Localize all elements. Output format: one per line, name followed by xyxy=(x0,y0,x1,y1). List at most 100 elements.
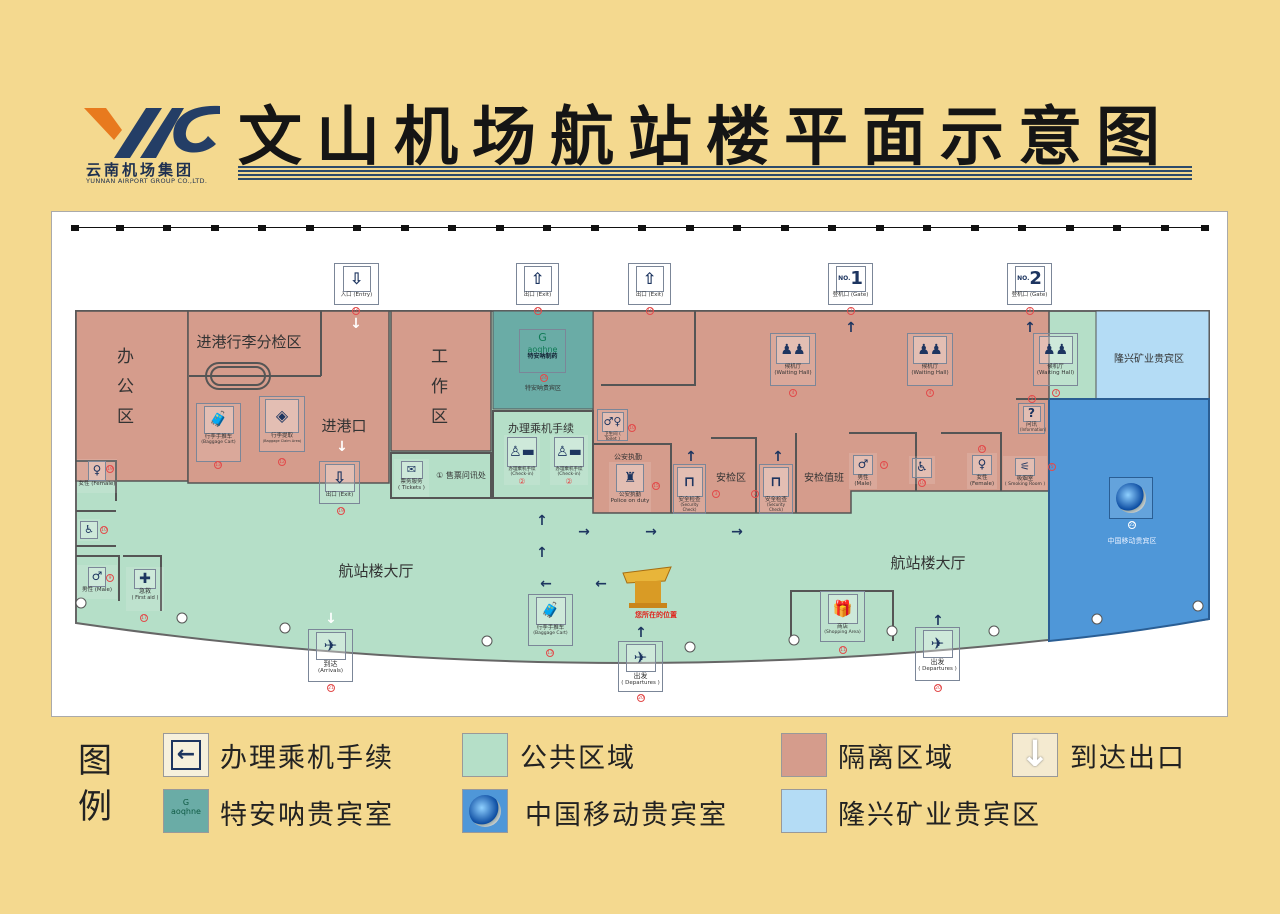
shopping-number: 11 xyxy=(839,646,847,654)
china-mobile-logo xyxy=(1109,477,1153,519)
left-female-restroom-sign: ♀女性 (Female) xyxy=(77,459,117,493)
legend-china-mobile-label: 中国移动贵宾室 xyxy=(525,800,728,831)
entry-arrow-icon: ↓ xyxy=(350,316,362,332)
up-arrow-icon: ↑ xyxy=(932,613,944,629)
toilet-number: 10 xyxy=(628,424,636,432)
toilet-icon: ♂♀ xyxy=(601,412,624,432)
smoking-room-sign: ⚟吸烟室( Smoking Room ) xyxy=(1003,456,1047,490)
up-arrow-icon: ↑ xyxy=(1024,320,1036,336)
entry-sign: ⇩入口 (Entry) xyxy=(334,263,379,305)
arriving-plane-icon: ✈ xyxy=(315,632,346,660)
left-arrow-icon: ← xyxy=(595,576,607,592)
checkin-counter-icon: ♙▬ xyxy=(507,437,537,467)
exit-1-number: 19 xyxy=(534,307,542,315)
gate-icon: NO.2 xyxy=(1014,266,1045,292)
legend-public-swatch xyxy=(462,733,508,777)
security-gate-icon: ⊓ xyxy=(763,467,789,497)
baggage-claim-icon: ◈ xyxy=(265,399,299,433)
aoqhne-vip-label: 特安呐贵宾区 xyxy=(524,385,562,392)
waiting-hall-sign: ♟♟候机厅(Waiting Hall) xyxy=(770,333,816,386)
office-area-label: 办公区 xyxy=(117,347,137,427)
exit-icon: ⇧ xyxy=(523,266,552,292)
security-area-label: 安检区 xyxy=(716,473,746,484)
checkin-counter-sign: ♙▬办理乘机手续(Check-in)② xyxy=(504,435,540,486)
ticket-office-label: ① 售票问讯处 xyxy=(436,471,486,480)
baggage-cart-sign: 🧳行李手推车(Baggage Cart) xyxy=(196,403,241,462)
left-male-number: 9 xyxy=(106,574,114,582)
aoqhne-logo: G aoqhne 特安呐制药 xyxy=(519,329,566,373)
question-mark-icon: ? xyxy=(1022,406,1041,422)
gate-icon: NO.1 xyxy=(835,266,866,292)
baggage-cart-icon: 🧳 xyxy=(203,406,234,434)
waiting-hall-number: 4 xyxy=(926,389,934,397)
departures-2-number: 20 xyxy=(934,684,942,692)
gate-1-number: 7 xyxy=(847,307,855,315)
up-arrow-icon: ↑ xyxy=(536,513,548,529)
female-restroom-sign: ♀女性(Female) xyxy=(967,453,997,489)
shopping-sign: 🎁商店(Shopping Area) xyxy=(820,591,865,642)
female-icon: ♀ xyxy=(972,455,992,475)
smoking-number: 5 xyxy=(1048,463,1056,471)
right-arrow-icon: → xyxy=(578,524,590,540)
down-arrow-icon: ↓ xyxy=(1012,733,1058,777)
first-aid-number: 17 xyxy=(140,614,148,622)
restricted-areas xyxy=(75,310,1050,514)
exit-icon: ⇧ xyxy=(635,266,664,292)
right-arrow-icon: → xyxy=(645,524,657,540)
first-aid-sign: ✚急救( First aid ) xyxy=(126,567,164,611)
tickets-sign: ✉票务服务( Tickets ) xyxy=(394,459,429,497)
security-gate-icon: ⊓ xyxy=(676,467,703,497)
logo-english-name: YUNNAN AIRPORT GROUP CO.,LTD. xyxy=(86,177,208,185)
legend-restricted-swatch xyxy=(781,733,827,777)
exit-sign-2: ⇧出口 (Exit) xyxy=(628,263,671,305)
waiting-hall-icon: ♟♟ xyxy=(1038,336,1073,364)
wheelchair-icon: ♿ xyxy=(80,521,98,539)
female-number: 10 xyxy=(978,445,986,453)
baggage-claim-number: 12 xyxy=(278,458,286,466)
entry-number: 16 xyxy=(352,307,360,315)
logo-chinese-name: 云南机场集团 xyxy=(86,161,195,179)
gate-2-number: 8 xyxy=(1026,307,1034,315)
up-arrow-icon: ↑ xyxy=(685,449,697,465)
left-arrow-icon: ← xyxy=(540,576,552,592)
legend-longxing-swatch xyxy=(781,789,827,833)
waiting-hall-sign: ♟♟候机厅(Waiting Hall) xyxy=(907,333,953,386)
legend-checkin-swatch: ← xyxy=(163,733,209,777)
china-mobile-globe-icon xyxy=(469,795,501,827)
left-accessible-sign: ♿ xyxy=(78,519,100,541)
left-disabled-number: 10 xyxy=(100,526,108,534)
right-arrow-icon: → xyxy=(731,524,743,540)
lamp-posts xyxy=(75,597,1204,653)
china-mobile-vip-label: 中国移动贵宾区 xyxy=(1107,537,1157,545)
smoking-icon: ⚟ xyxy=(1015,458,1035,476)
baggage-cart-2-number: 13 xyxy=(546,649,554,657)
waiting-hall-number: 4 xyxy=(1052,389,1060,397)
security-check-sign: ⊓安全检查(Security Check) xyxy=(759,464,793,514)
longxing-vip-area xyxy=(1095,310,1210,400)
male-icon: ♂ xyxy=(88,567,106,587)
checkin-area-label: 办理乘机手续 xyxy=(508,422,574,435)
departures-number: 20 xyxy=(637,694,645,702)
hall-right-label: 航站楼大厅 xyxy=(890,554,966,572)
wheelchair-icon: ♿ xyxy=(912,458,932,478)
waiting-hall-number: 4 xyxy=(789,389,797,397)
toilet-sign: ♂♀卫生间 ( Toilet ) xyxy=(597,409,628,442)
baggage-cart-sign-2: 🧳行李手推车(Baggage Cart) xyxy=(528,594,573,646)
male-icon: ♂ xyxy=(853,455,873,475)
baggage-claim-sign: ◈行李提取(Baggage Claim Area) xyxy=(259,396,305,452)
tickets-icon: ✉ xyxy=(400,461,423,479)
legend-arrival-exit-label: 到达出口 xyxy=(1070,743,1186,774)
gift-icon: 🎁 xyxy=(827,594,858,624)
checkin-counter-icon: ♙▬ xyxy=(554,437,584,467)
first-aid-icon: ✚ xyxy=(134,569,156,589)
china-mobile-vip-area xyxy=(1048,398,1210,643)
title-underline xyxy=(238,166,1192,182)
floor-plan-panel: 办公区 进港行李分检区 进港口 工作区 办理乘机手续 ① 售票问讯处 安检区 安… xyxy=(51,211,1228,717)
up-arrow-icon: ↑ xyxy=(536,545,548,561)
baggage-cart-icon: 🧳 xyxy=(535,597,566,625)
up-arrow-icon: ↑ xyxy=(635,625,647,641)
male-restroom-sign: ♂男性(Male) xyxy=(849,453,877,489)
floor-plan-drawing xyxy=(71,225,1210,664)
